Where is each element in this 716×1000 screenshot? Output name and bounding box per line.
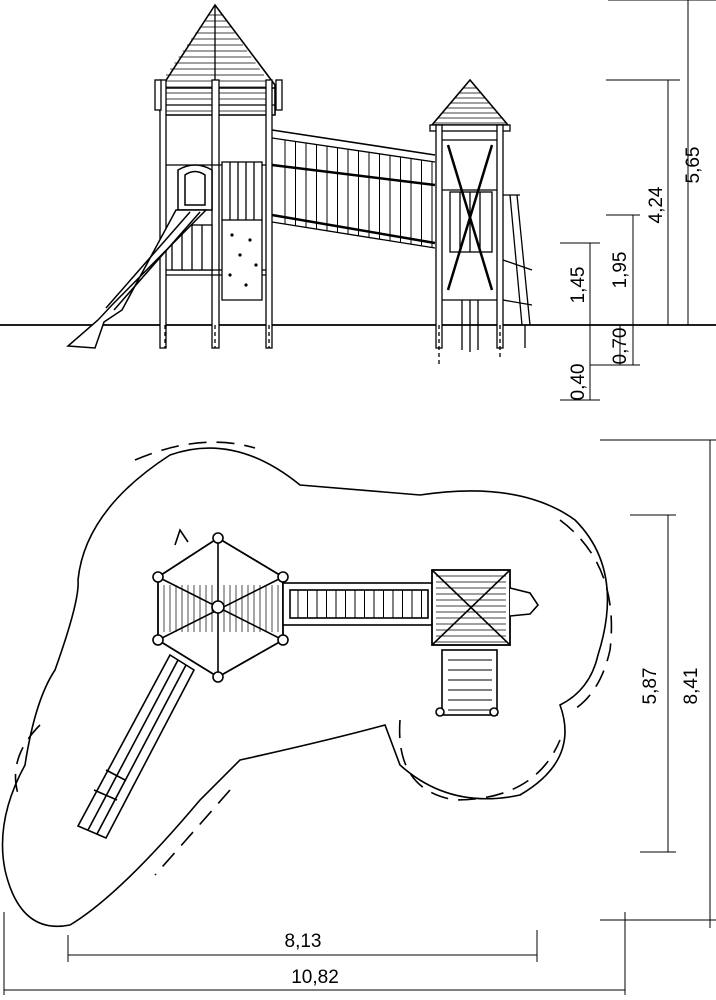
- ladder-plan: [435, 649, 499, 717]
- dim-high-platform: 1,95: [610, 252, 631, 289]
- elevation-dimension-lines: [560, 0, 716, 401]
- foundations: [164, 325, 501, 365]
- dim-low-platform: 1,45: [568, 267, 589, 304]
- small-tower: [429, 78, 511, 352]
- tower-railing: [171, 161, 263, 271]
- side-ladder: [502, 194, 533, 348]
- climbing-wall: [221, 211, 263, 301]
- safety-zone-outline: [1, 447, 609, 927]
- dashed-outline: [14, 441, 613, 876]
- plan-view: [1, 441, 613, 927]
- dim-outer-depth: 8,41: [681, 668, 702, 705]
- hex-roof: [152, 528, 289, 683]
- dim-foundation-depth: 0,70: [610, 328, 631, 365]
- dim-inner-width: 8,13: [285, 931, 322, 952]
- dim-outer-width: 10,82: [291, 967, 339, 988]
- slide-plan: [76, 653, 196, 840]
- plan-dimension-lines: [3, 439, 716, 995]
- square-roof: [431, 569, 540, 646]
- tube-slide: [66, 164, 213, 349]
- rope-bridge: [271, 129, 436, 249]
- dim-inner-depth: 5,87: [640, 668, 661, 705]
- dim-total-height: 5,65: [683, 147, 704, 184]
- elevation-view: [0, 3, 716, 365]
- bridge-plan: [282, 582, 434, 626]
- dim-foundation-shallow: 0,40: [568, 364, 589, 401]
- dim-tower-height: 4,24: [646, 186, 667, 223]
